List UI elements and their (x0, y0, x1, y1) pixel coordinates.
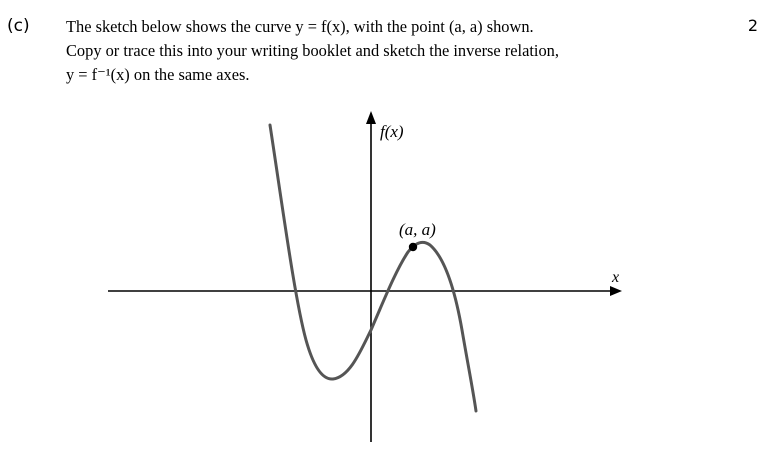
question-part-label: (c) (7, 16, 30, 36)
point-label: (a, a) (399, 220, 436, 239)
y-axis-arrowhead (366, 111, 376, 124)
question-line-3: y = f⁻¹(x) on the same axes. (66, 65, 250, 84)
x-axis-arrowhead (610, 286, 622, 296)
question-line-2: Copy or trace this into your writing boo… (66, 41, 559, 60)
question-text: The sketch below shows the curve y = f(x… (66, 15, 706, 87)
point-a-a-marker (408, 242, 418, 252)
marks-value: 2 (747, 16, 758, 35)
function-curve (268, 123, 478, 413)
question-line-1: The sketch below shows the curve y = f(x… (66, 17, 534, 36)
y-axis-label: f(x) (380, 122, 404, 141)
x-axis-label: x (611, 269, 619, 286)
